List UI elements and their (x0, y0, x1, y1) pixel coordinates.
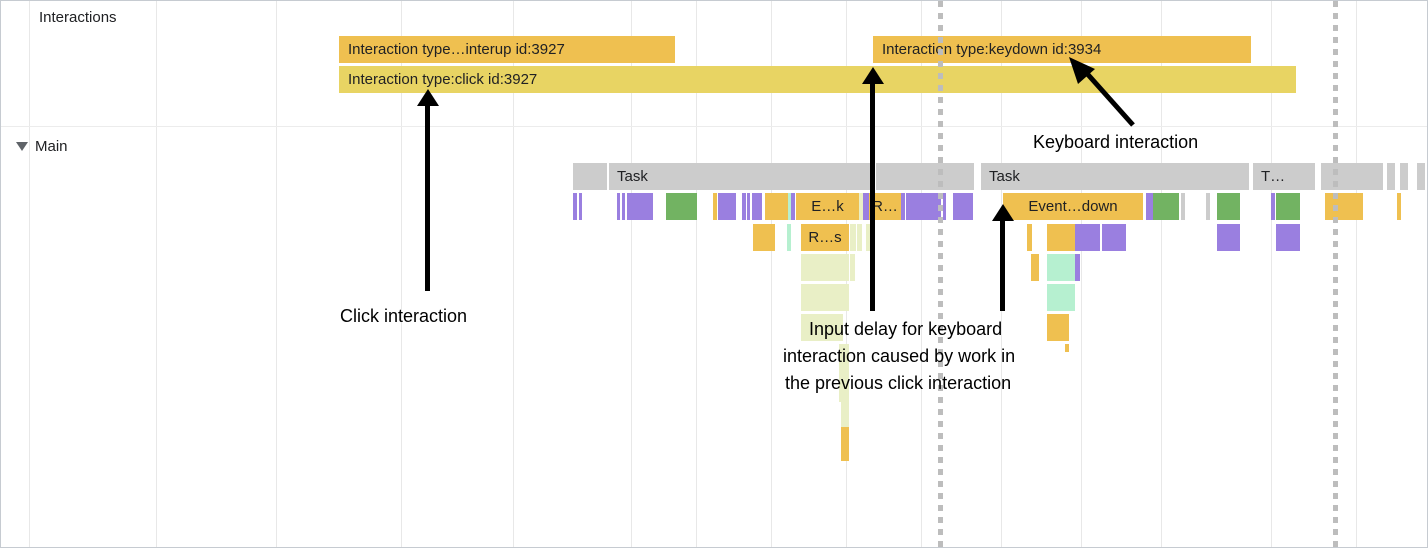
flame-block[interactable] (1075, 254, 1080, 281)
flame-block[interactable] (747, 193, 750, 220)
keydown-interaction-bar[interactable]: Interaction type:keydown id:3934 (873, 36, 1251, 63)
task-bar-0[interactable] (573, 163, 607, 190)
flame-block[interactable] (801, 314, 843, 341)
event-handler-block[interactable]: E…k (796, 193, 859, 220)
gridline-v-12 (1161, 1, 1162, 547)
input-delay-annotation-arrow-a-head (862, 67, 884, 84)
flame-block[interactable] (839, 344, 849, 374)
flame-block[interactable] (579, 193, 582, 220)
task-bar-7[interactable] (1400, 163, 1408, 190)
task-bar-4[interactable]: T… (1253, 163, 1315, 190)
flame-block[interactable] (1276, 224, 1300, 251)
annotation-keyboard-interaction: Keyboard interaction (1033, 132, 1199, 152)
flame-block[interactable] (1217, 224, 1240, 251)
flame-block[interactable] (1271, 193, 1275, 220)
event-keydown-block[interactable]: Event…down (1003, 193, 1143, 220)
flame-block[interactable] (801, 254, 849, 281)
flame-block[interactable] (1031, 254, 1039, 281)
annotation-input-delay-line-1: Input delay for keyboard (809, 319, 1003, 339)
gridline-v-3 (401, 1, 402, 547)
input-delay-annotation-arrow-a-shaft (870, 83, 875, 311)
click-annotation-arrow-head (417, 89, 439, 106)
run-microtasks-block[interactable]: R…s (801, 224, 849, 251)
gridline-v-7 (771, 1, 772, 547)
input-delay-annotation-arrow-b-head (992, 204, 1014, 221)
flame-block[interactable] (1153, 193, 1179, 220)
flame-block[interactable] (753, 224, 775, 251)
pointer-interaction-bar[interactable]: Interaction type…interup id:3927 (339, 36, 675, 63)
flame-block[interactable] (617, 193, 620, 220)
flame-block[interactable] (573, 193, 577, 220)
separator-h-0 (1, 126, 1427, 127)
flame-block[interactable] (850, 254, 855, 281)
gridline-v-0 (29, 1, 30, 547)
flame-block[interactable] (1325, 193, 1363, 220)
flame-block[interactable] (857, 224, 862, 251)
flame-block[interactable] (1146, 193, 1154, 220)
flame-block[interactable] (1027, 224, 1032, 251)
track-label-interactions: Interactions (39, 9, 117, 26)
flame-block[interactable] (866, 224, 870, 251)
annotation-input-delay-line-2: interaction caused by work in (783, 346, 1016, 366)
flame-block[interactable] (943, 193, 946, 220)
task-bar-1[interactable]: Task (609, 163, 872, 190)
flame-block[interactable] (718, 193, 736, 220)
flame-block[interactable] (901, 193, 905, 220)
flame-block[interactable] (1217, 193, 1240, 220)
task-bar-5[interactable] (1321, 163, 1383, 190)
flame-block[interactable] (787, 224, 791, 251)
flame-block[interactable] (752, 193, 762, 220)
track-label-main: Main (35, 138, 68, 155)
gridline-v-4 (513, 1, 514, 547)
flame-block[interactable] (863, 193, 870, 220)
input-delay-annotation-arrow-b-shaft (1000, 219, 1005, 311)
gridline-v-9 (921, 1, 922, 547)
keyboard-annotation-arrow (1069, 57, 1135, 127)
flame-block[interactable] (850, 224, 856, 251)
gridline-v-6 (696, 1, 697, 547)
annotation-click-interaction: Click interaction (340, 306, 468, 326)
flame-block[interactable] (1276, 193, 1300, 220)
flame-block[interactable] (666, 193, 697, 220)
flame-block[interactable] (841, 402, 849, 427)
flame-block[interactable] (801, 284, 849, 311)
flame-block[interactable] (1047, 314, 1069, 341)
gridline-v-14 (1356, 1, 1357, 547)
task-bar-3[interactable]: Task (981, 163, 1249, 190)
flame-block[interactable] (953, 193, 973, 220)
task-bar-6[interactable] (1387, 163, 1395, 190)
flame-block[interactable] (1206, 193, 1210, 220)
flame-block[interactable] (859, 193, 863, 220)
gridline-v-5 (631, 1, 632, 547)
annotation-input-delay-line-3: the previous click interaction (785, 373, 1012, 393)
flame-block[interactable] (1181, 193, 1185, 220)
gridline-v-1 (156, 1, 157, 547)
flame-block[interactable] (1047, 254, 1075, 281)
gridline-v-13 (1271, 1, 1272, 547)
dashed-marker-line-0 (938, 1, 943, 547)
flame-block[interactable] (1397, 193, 1401, 220)
gridline-v-2 (276, 1, 277, 547)
triangle-down-icon[interactable] (16, 142, 28, 151)
task-bar-2[interactable] (876, 163, 974, 190)
flame-block[interactable] (1047, 224, 1075, 251)
flame-block[interactable] (627, 193, 653, 220)
click-annotation-arrow-shaft (425, 101, 430, 291)
flame-block[interactable] (713, 193, 717, 220)
flame-block[interactable] (841, 427, 849, 461)
gridline-v-11 (1081, 1, 1082, 547)
flame-block[interactable] (1102, 224, 1126, 251)
flame-block[interactable] (1047, 284, 1075, 311)
flame-block[interactable] (906, 193, 941, 220)
flame-block[interactable] (791, 193, 795, 220)
dashed-marker-line-1 (1333, 1, 1338, 547)
flame-block[interactable] (788, 193, 791, 220)
flame-block[interactable] (622, 193, 625, 220)
task-bar-8[interactable] (1417, 163, 1425, 190)
flame-block[interactable] (839, 374, 849, 402)
flame-block[interactable] (1065, 344, 1069, 352)
flame-block[interactable] (1075, 224, 1100, 251)
flame-block[interactable] (742, 193, 746, 220)
